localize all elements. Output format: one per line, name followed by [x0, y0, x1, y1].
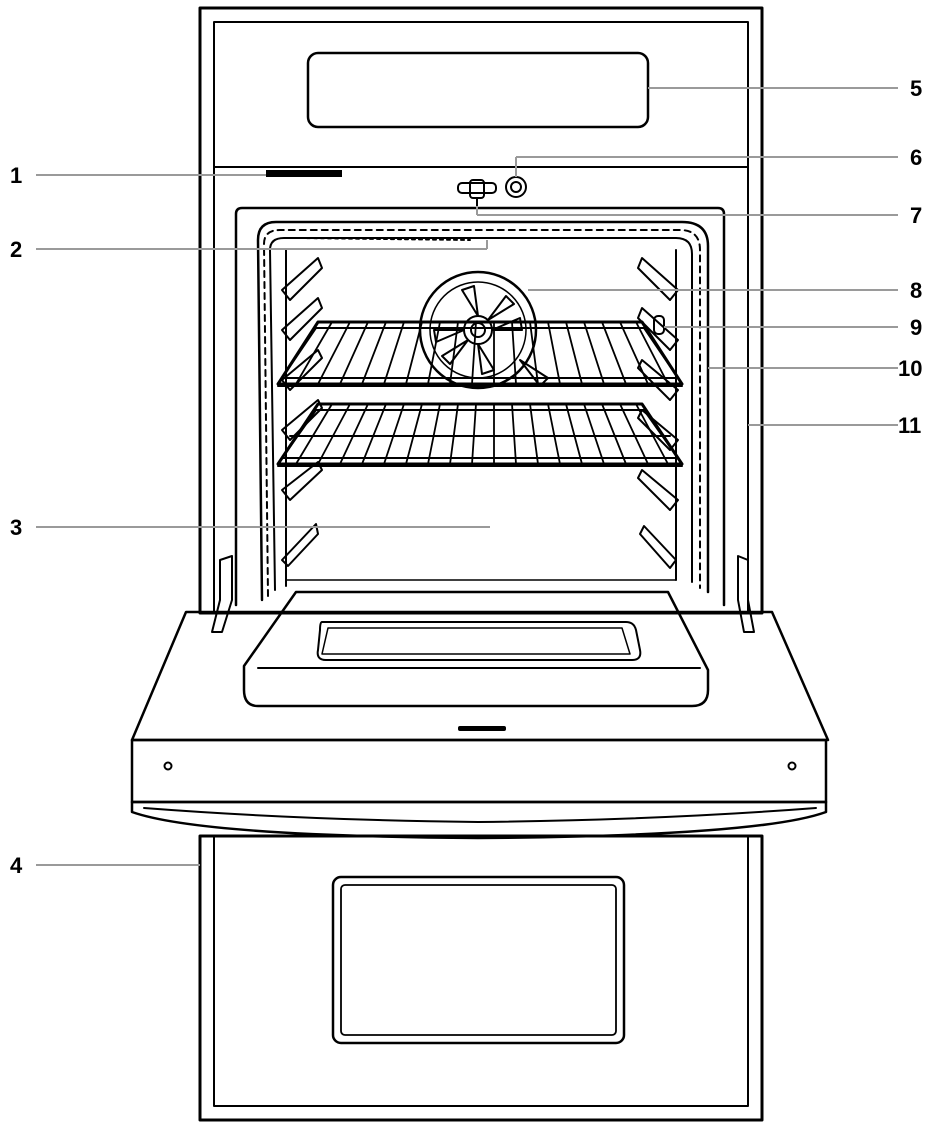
rack-guides-left [281, 257, 323, 567]
callout-9: 9 [910, 315, 922, 340]
callout-11: 11 [898, 413, 921, 438]
callout-8: 8 [910, 278, 922, 303]
oven-light [505, 176, 527, 198]
leader-lines [36, 87, 898, 866]
door-lock [457, 179, 497, 207]
callout-5: 5 [910, 76, 922, 101]
oven-rack-upper [276, 320, 684, 387]
oven-door-open [130, 555, 830, 840]
oven-cavity [234, 206, 726, 607]
callout-4: 4 [10, 853, 23, 878]
callout-1: 1 [10, 163, 22, 188]
callout-2: 2 [10, 237, 22, 262]
vent-frame [213, 166, 749, 606]
temperature-sensor [653, 315, 665, 335]
oven-cabinet [198, 6, 764, 615]
callout-7: 7 [910, 203, 922, 228]
oven-rack-lower [276, 402, 684, 467]
rack-guides-right [637, 257, 679, 569]
model-serial-plate [266, 170, 342, 177]
lower-panel [198, 834, 764, 1122]
callout-labels: 1 2 3 4 5 6 7 8 9 10 11 [10, 76, 922, 878]
control-panel [306, 51, 650, 129]
callout-3: 3 [10, 515, 22, 540]
callout-10: 10 [898, 356, 922, 381]
callout-6: 6 [910, 145, 922, 170]
